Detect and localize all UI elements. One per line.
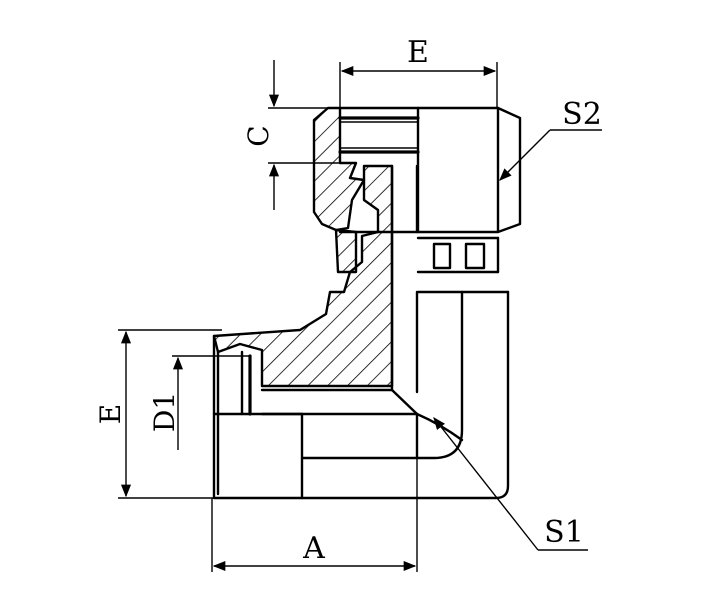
leader-s1: S1: [433, 417, 588, 551]
dimension-e-left: E: [94, 329, 222, 499]
label-d1: D1: [148, 392, 181, 432]
label-c: C: [242, 125, 275, 146]
leader-s2: S2: [499, 97, 602, 181]
sectioned-body: [212, 106, 394, 388]
label-s1: S1: [544, 515, 584, 550]
label-e-top: E: [407, 35, 429, 70]
label-a: A: [302, 531, 325, 566]
dimension-a: A: [211, 458, 418, 572]
label-e-left: E: [94, 404, 127, 424]
groove-band: [416, 236, 500, 274]
dimension-e-top: E: [339, 35, 498, 108]
dimension-d1: D1: [148, 355, 250, 450]
label-s2: S2: [562, 97, 602, 132]
dimension-c: C: [242, 60, 340, 210]
body-bore: [260, 164, 419, 416]
